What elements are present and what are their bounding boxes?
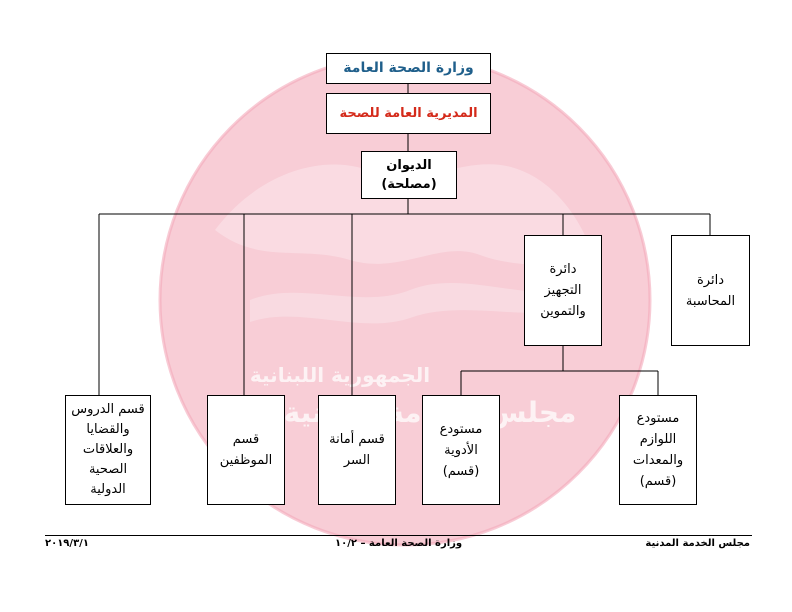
studies-label: قسم الدروس والقضايا والعلاقات الصحية الد…	[71, 402, 145, 497]
footer-right: مجلس الخدمة المدنية	[645, 538, 750, 549]
equipment-box: دائرة التجهيز والتموين	[524, 235, 602, 346]
footer-center: وزارة الصحة العامة – ١٠/٢	[335, 538, 463, 549]
watermark-line1: الجمهورية اللبنانية	[250, 363, 430, 387]
accounting-label: دائرة المحاسبة	[685, 272, 736, 309]
supplies-depot-box: مستودع اللوازم والمعدات (قسم)	[619, 395, 697, 505]
diwan-box: الديوان (مصلحة)	[361, 151, 457, 199]
staff-box: قسم الموظفين	[207, 395, 285, 505]
ministry-box: وزارة الصحة العامة	[326, 53, 491, 84]
directorate-label: المديرية العامة للصحة	[339, 106, 478, 121]
medicine-depot-label: مستودع الأدوية (قسم)	[439, 421, 483, 479]
equipment-label: دائرة التجهيز والتموين	[540, 262, 586, 319]
diwan-label: الديوان (مصلحة)	[381, 158, 437, 192]
directorate-box: المديرية العامة للصحة	[326, 93, 491, 134]
footer-rule	[45, 535, 752, 536]
footer-left: ٢٠١٩/٣/١	[45, 538, 89, 549]
secretariat-box: قسم أمانة السر	[318, 395, 396, 505]
medicine-depot-box: مستودع الأدوية (قسم)	[422, 395, 500, 505]
staff-label: قسم الموظفين	[219, 432, 273, 468]
studies-box: قسم الدروس والقضايا والعلاقات الصحية الد…	[65, 395, 151, 505]
supplies-depot-label: مستودع اللوازم والمعدات (قسم)	[632, 411, 684, 489]
secretariat-label: قسم أمانة السر	[329, 432, 385, 468]
accounting-box: دائرة المحاسبة	[671, 235, 750, 346]
ministry-label: وزارة الصحة العامة	[343, 60, 474, 76]
